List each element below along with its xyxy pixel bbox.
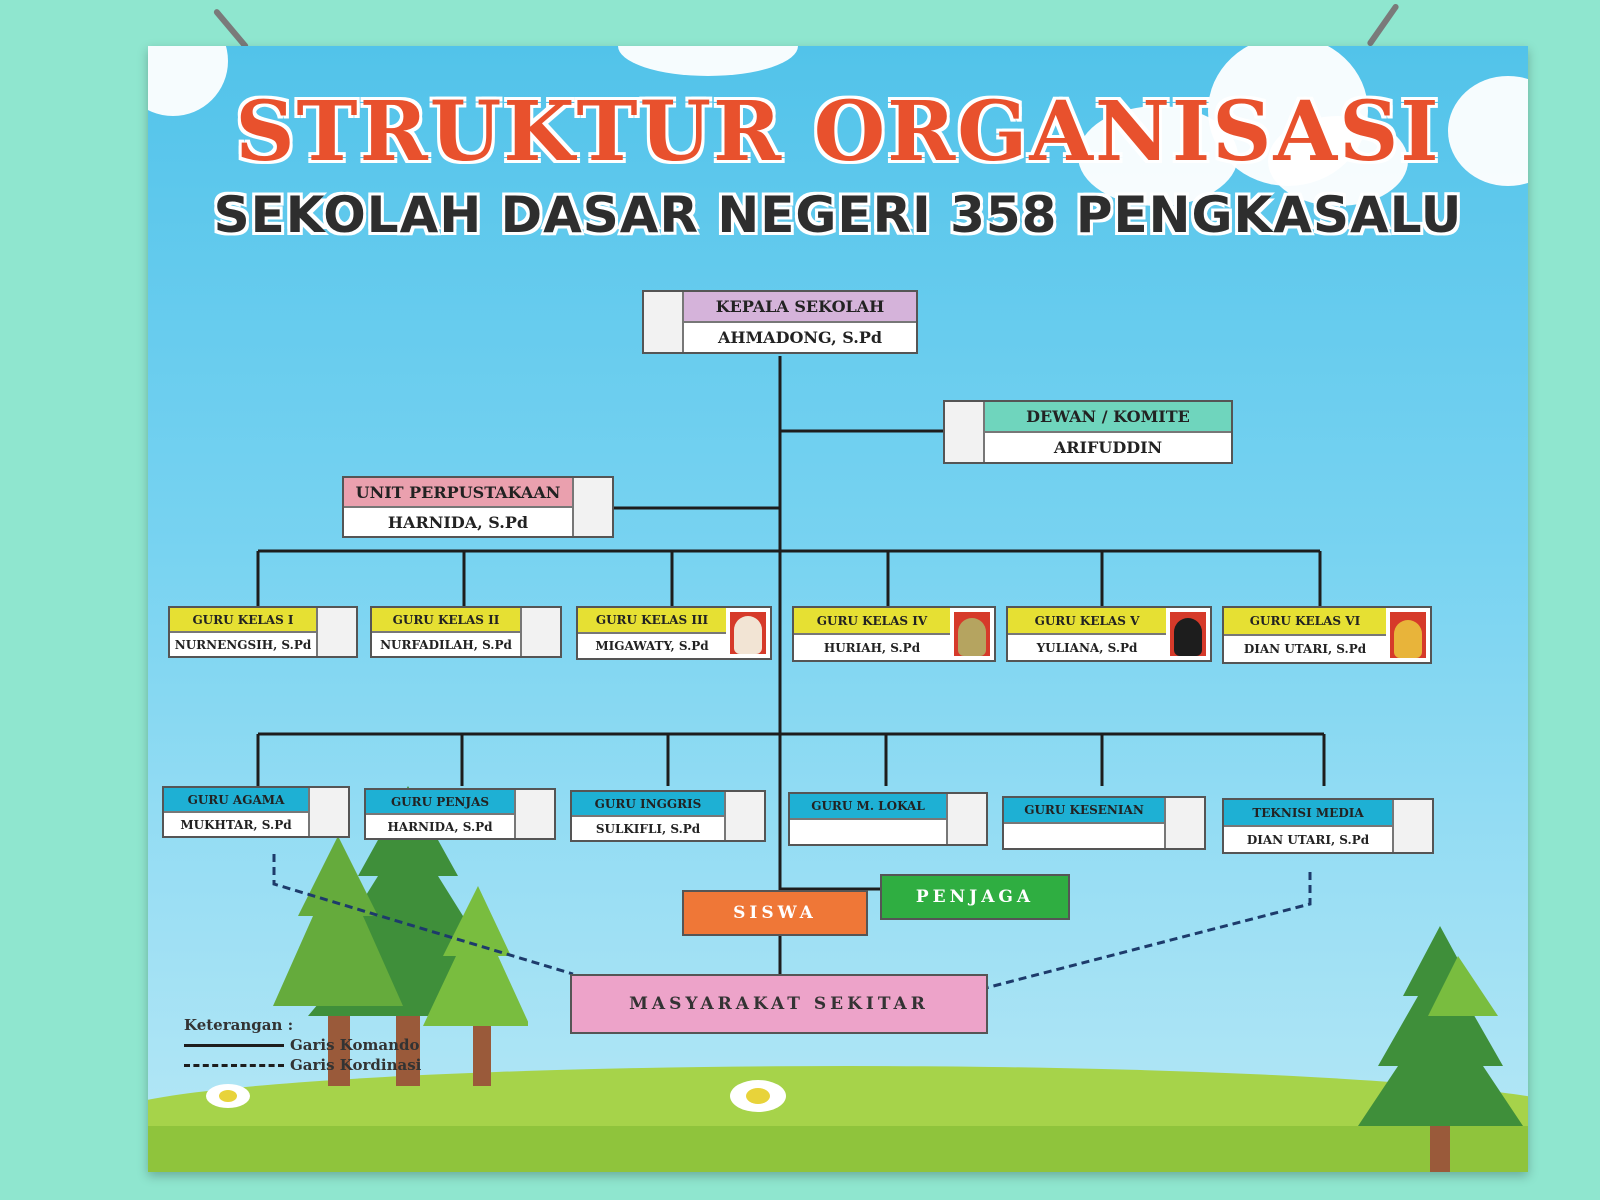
penjaga-box: PENJAGA bbox=[880, 874, 1070, 920]
teacher-photo bbox=[728, 610, 768, 656]
org-chart-poster: STRUKTUR ORGANISASI SEKOLAH DASAR NEGERI… bbox=[148, 46, 1528, 1172]
guru-mapel-role: GURU AGAMA bbox=[164, 788, 308, 813]
guru-kelas-6-box: GURU KELAS VI DIAN UTARI, S.Pd bbox=[1222, 606, 1432, 664]
guru-kelas-role: GURU KELAS I bbox=[170, 608, 316, 633]
guru-agama-box: GURU AGAMA MUKHTAR, S.Pd bbox=[162, 786, 350, 838]
legend-row-dashed: Garis Kordinasi bbox=[184, 1056, 421, 1074]
guru-kelas-name: HURIAH, S.Pd bbox=[823, 640, 921, 655]
kepala-sekolah-name: AHMADONG, S.Pd bbox=[717, 328, 883, 347]
perpustakaan-role: UNIT PERPUSTAKAAN bbox=[344, 478, 572, 508]
guru-kelas-name: NURFADILAH, S.Pd bbox=[380, 637, 512, 652]
guru-kelas-name: DIAN UTARI, S.Pd bbox=[1243, 642, 1367, 656]
komite-name: ARIFUDDIN bbox=[1053, 438, 1163, 457]
guru-mapel-name bbox=[1004, 824, 1164, 848]
kepala-sekolah-box: KEPALA SEKOLAH AHMADONG, S.Pd bbox=[642, 290, 918, 354]
legend: Keterangan : Garis Komando Garis Kordina… bbox=[184, 1016, 421, 1074]
guru-mapel-name: HARNIDA, S.Pd bbox=[387, 819, 493, 834]
guru-mapel-role: GURU KESENIAN bbox=[1004, 798, 1164, 824]
guru-kelas-3-box: GURU KELAS III MIGAWATY, S.Pd bbox=[576, 606, 772, 660]
guru-kelas-1-box: GURU KELAS I NURNENGSIH, S.Pd bbox=[168, 606, 358, 658]
teacher-photo bbox=[952, 610, 992, 658]
masyarakat-sekitar-box: MASYARAKAT SEKITAR bbox=[570, 974, 988, 1034]
perpustakaan-box: UNIT PERPUSTAKAAN HARNIDA, S.Pd bbox=[342, 476, 614, 538]
guru-mlokal-box: GURU M. LOKAL bbox=[788, 792, 988, 846]
perpustakaan-name: HARNIDA, S.Pd bbox=[387, 512, 529, 532]
poster-title: STRUKTUR ORGANISASI bbox=[235, 84, 1441, 180]
wall-nail-left bbox=[212, 7, 250, 51]
wall-nail-right bbox=[1366, 2, 1400, 48]
legend-dashed-label: Garis Kordinasi bbox=[290, 1056, 422, 1074]
guru-kesenian-box: GURU KESENIAN bbox=[1002, 796, 1206, 850]
guru-mapel-role: GURU INGGRIS bbox=[572, 792, 724, 817]
guru-kelas-name: YULIANA, S.Pd bbox=[1036, 640, 1138, 655]
guru-inggris-box: GURU INGGRIS SULKIFLI, S.Pd bbox=[570, 790, 766, 842]
guru-kelas-2-box: GURU KELAS II NURFADILAH, S.Pd bbox=[370, 606, 562, 658]
legend-solid-label: Garis Komando bbox=[290, 1036, 420, 1054]
teknisi-media-box: TEKNISI MEDIA DIAN UTARI, S.Pd bbox=[1222, 798, 1434, 854]
guru-mapel-name bbox=[790, 820, 946, 844]
komite-role: DEWAN / KOMITE bbox=[985, 402, 1231, 433]
flower-decoration bbox=[730, 1080, 786, 1112]
guru-mapel-role: GURU M. LOKAL bbox=[790, 794, 946, 820]
teacher-photo bbox=[1388, 610, 1428, 660]
legend-dashed-line bbox=[184, 1063, 284, 1067]
flower-decoration bbox=[206, 1084, 250, 1108]
guru-mapel-name: MUKHTAR, S.Pd bbox=[180, 817, 292, 832]
guru-kelas-role: GURU KELAS II bbox=[372, 608, 520, 633]
guru-penjas-box: GURU PENJAS HARNIDA, S.Pd bbox=[364, 788, 556, 840]
guru-mapel-role: TEKNISI MEDIA bbox=[1224, 800, 1392, 827]
guru-kelas-name: NURNENGSIH, S.Pd bbox=[174, 637, 312, 652]
legend-title: Keterangan : bbox=[184, 1016, 294, 1034]
legend-row-solid: Garis Komando bbox=[184, 1036, 421, 1054]
guru-kelas-name: MIGAWATY, S.Pd bbox=[595, 639, 709, 653]
tree-right bbox=[1358, 926, 1523, 1172]
tree-cluster-left bbox=[273, 786, 528, 1086]
guru-kelas-5-box: GURU KELAS V YULIANA, S.Pd bbox=[1006, 606, 1212, 662]
grass-ground bbox=[148, 1126, 1528, 1172]
guru-mapel-role: GURU PENJAS bbox=[366, 790, 514, 815]
komite-box: DEWAN / KOMITE ARIFUDDIN bbox=[943, 400, 1233, 464]
guru-mapel-name: SULKIFLI, S.Pd bbox=[595, 821, 701, 836]
legend-solid-line bbox=[184, 1043, 284, 1047]
poster-subtitle: SEKOLAH DASAR NEGERI 358 PENGKASALU bbox=[213, 186, 1463, 244]
guru-kelas-role: GURU KELAS VI bbox=[1224, 608, 1386, 636]
cloud-decoration bbox=[1078, 106, 1238, 206]
guru-kelas-role: GURU KELAS IV bbox=[794, 608, 950, 635]
teacher-photo bbox=[1168, 610, 1208, 658]
guru-mapel-name: DIAN UTARI, S.Pd bbox=[1246, 832, 1370, 847]
guru-kelas-role: GURU KELAS V bbox=[1008, 608, 1166, 635]
kepala-sekolah-role: KEPALA SEKOLAH bbox=[684, 292, 916, 323]
guru-kelas-4-box: GURU KELAS IV HURIAH, S.Pd bbox=[792, 606, 996, 662]
siswa-box: SISWA bbox=[682, 890, 868, 936]
guru-kelas-role: GURU KELAS III bbox=[578, 608, 726, 634]
cloud-decoration bbox=[1268, 116, 1408, 206]
